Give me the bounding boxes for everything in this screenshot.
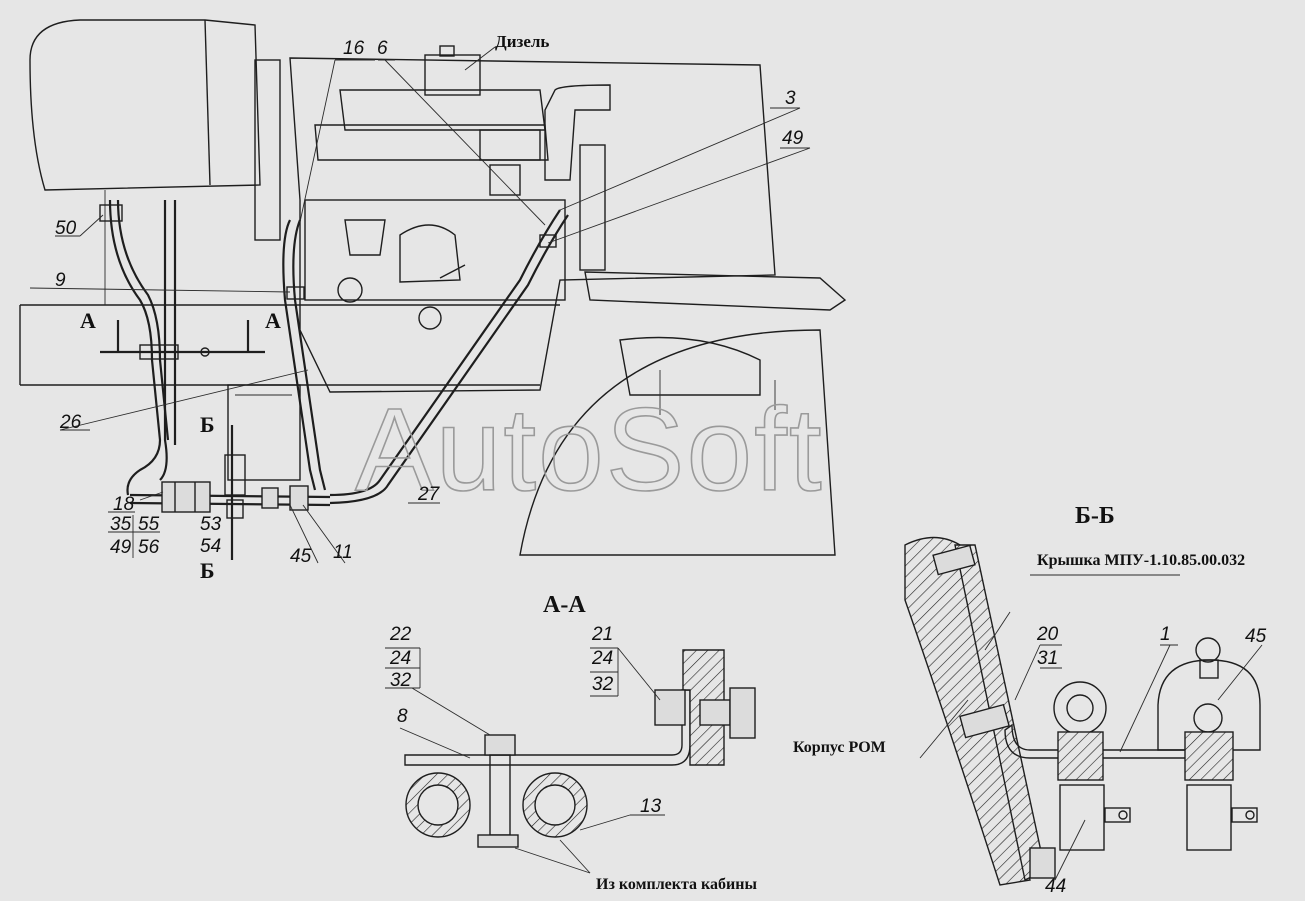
part-44: 44 [1045, 876, 1066, 897]
cut-b-bottom: Б [200, 558, 215, 583]
watermark-text: AutoSoft [355, 384, 824, 516]
cab-kit-label: Из комплекта кабины [596, 876, 757, 893]
part-9: 9 [55, 270, 66, 291]
section-bb-drawing [904, 536, 1263, 886]
part-54: 54 [200, 536, 221, 557]
part-53: 53 [200, 514, 222, 535]
part-1: 1 [1160, 624, 1171, 645]
part-32-right: 32 [592, 674, 614, 695]
part-55: 55 [138, 514, 160, 535]
part-3: 3 [785, 88, 796, 109]
part-22: 22 [389, 624, 412, 645]
section-bb-title: Б-Б [1075, 503, 1115, 529]
section-aa-title: А-А [543, 592, 586, 618]
part-45-section: 45 [1245, 626, 1267, 647]
cut-a-left: А [80, 308, 96, 333]
tank-body [29, 19, 281, 241]
part-24-left: 24 [389, 648, 411, 669]
part-13: 13 [640, 796, 662, 817]
part-21: 21 [591, 624, 613, 645]
engine-label: Дизель [495, 32, 549, 51]
part-35: 35 [110, 514, 132, 535]
section-aa-drawing [385, 647, 756, 874]
part-45-main: 45 [290, 546, 312, 567]
part-16: 16 [343, 38, 365, 59]
part-6: 6 [377, 38, 388, 59]
cut-a-right: А [265, 308, 281, 333]
part-8: 8 [397, 706, 408, 727]
part-24-right: 24 [591, 648, 613, 669]
part-11: 11 [333, 542, 353, 563]
part-20: 20 [1036, 624, 1059, 645]
leader-lines [29, 46, 811, 564]
part-49-bottom: 49 [110, 537, 132, 558]
part-32-left: 32 [390, 670, 412, 691]
part-26: 26 [59, 412, 82, 433]
part-49-top: 49 [782, 128, 804, 149]
part-number-labels: 16 6 3 49 50 9 26 18 35 49 55 56 53 54 4… [55, 38, 1267, 897]
part-18: 18 [113, 494, 135, 515]
filter-assembly [99, 204, 557, 519]
engine-block [289, 45, 776, 393]
section-markers [100, 320, 265, 560]
fender [519, 271, 847, 556]
bracket-block [227, 384, 301, 481]
part-50: 50 [55, 218, 77, 239]
housing-label: Корпус РОМ [793, 739, 886, 756]
cut-b-top: Б [200, 412, 215, 437]
part-31: 31 [1037, 648, 1058, 669]
part-27: 27 [417, 484, 441, 505]
cover-label: Крышка МПУ-1.10.85.00.032 [1037, 552, 1245, 569]
part-56: 56 [138, 537, 160, 558]
